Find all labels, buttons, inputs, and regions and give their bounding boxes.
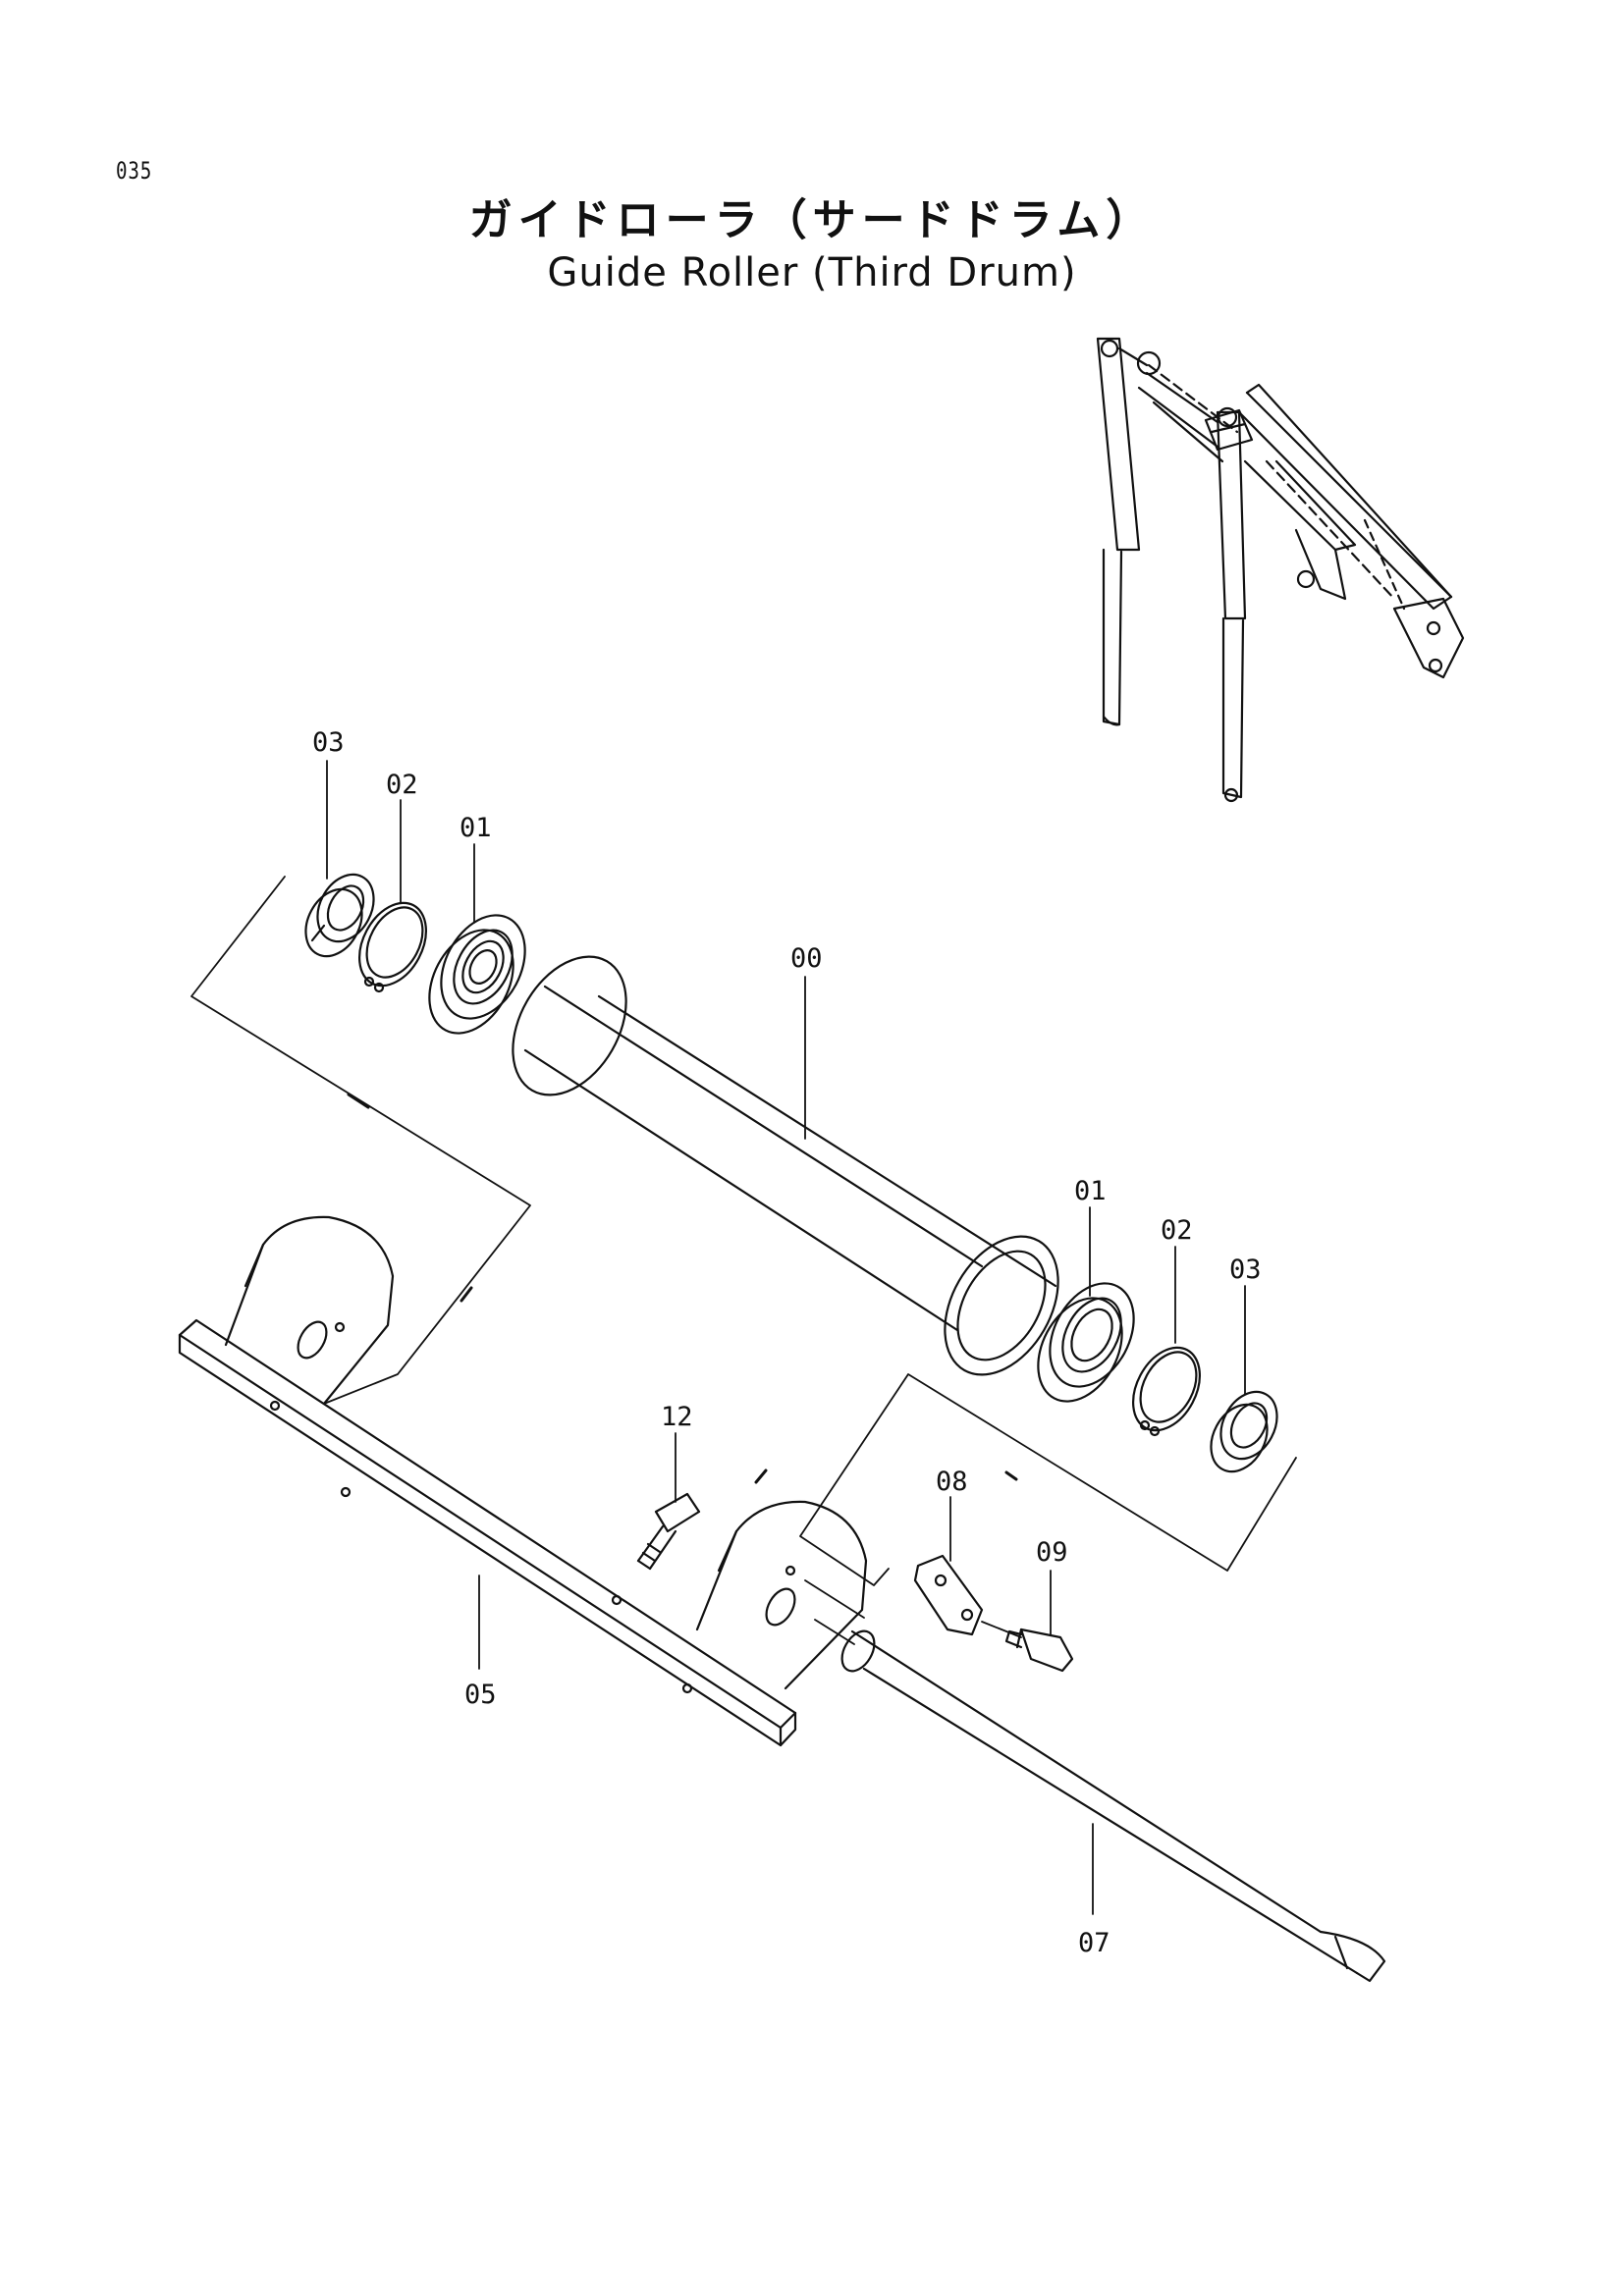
right-collar-03 [1210,1390,1278,1473]
callout-05: 05 [464,1680,497,1710]
bolt-09 [1004,1628,1074,1673]
callout-02-upper: 02 [386,770,418,800]
lock-plate-08 [913,1554,984,1636]
left-bearing-01 [428,914,526,1035]
callout-09: 09 [1036,1537,1068,1568]
callout-01-lower: 01 [1074,1176,1107,1206]
callout-03-upper: 03 [312,727,345,758]
assembly-guide-lines [190,876,1297,1645]
callout-03-lower: 03 [1229,1255,1262,1285]
callout-12: 12 [661,1402,693,1432]
roller-tube-00 [512,955,1059,1376]
bracket-05 [178,1215,868,1747]
callout-02-lower: 02 [1161,1215,1193,1246]
callout-00: 00 [790,943,823,974]
machine-overview-illustration [1096,337,1465,803]
right-bearing-01 [1037,1282,1135,1403]
callout-leaders [326,760,1246,1915]
callout-08: 08 [936,1467,968,1497]
title-japanese: ガイドローラ（サードドラム） [468,195,1156,245]
callout-01-upper: 01 [460,813,492,843]
title-english: Guide Roller (Third Drum) [547,250,1077,295]
page-number: 035 [116,157,153,185]
bolt-12 [636,1492,701,1571]
left-snap-ring-02 [358,901,427,993]
left-collar-03 [304,873,375,958]
shaft-07 [840,1629,1386,1983]
right-snap-ring-02 [1132,1346,1201,1437]
callout-07: 07 [1078,1928,1110,1958]
